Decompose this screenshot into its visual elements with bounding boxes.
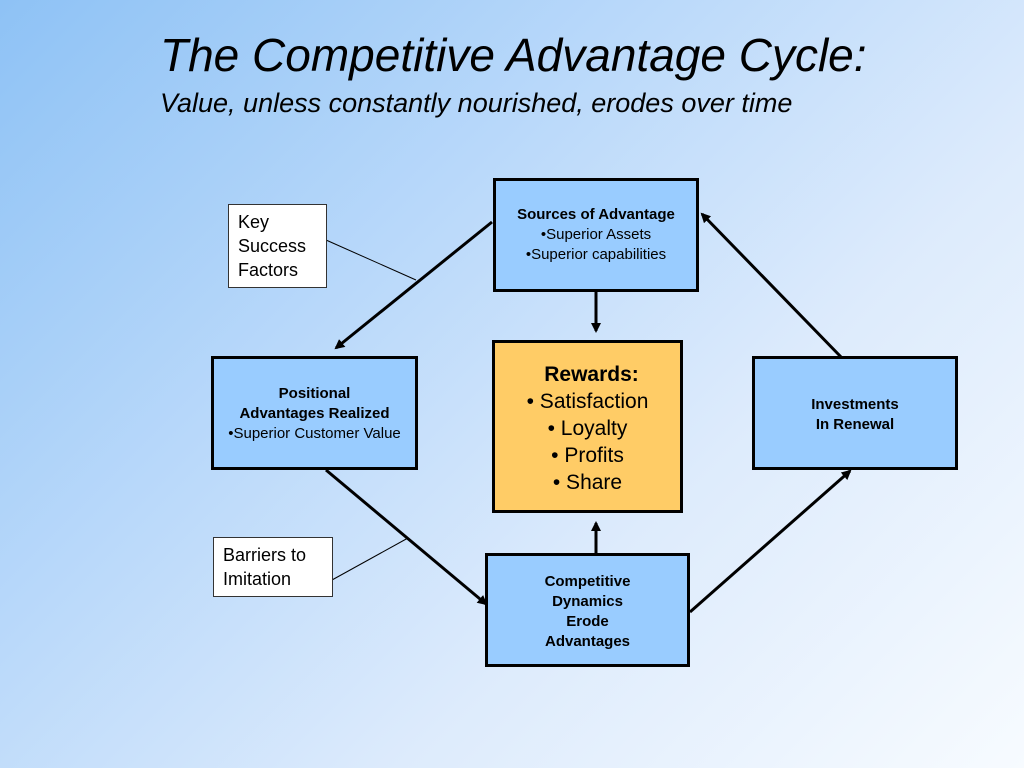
slide-subtitle: Value, unless constantly nourished, erod… <box>160 88 793 118</box>
rewards-item: • Share <box>552 471 623 494</box>
sources-item: •Superior capabilities <box>525 246 667 263</box>
positional-heading-line1: Positional <box>278 385 351 402</box>
note-line: Barriers to <box>223 545 307 565</box>
note-line: Key <box>238 212 270 232</box>
rewards-box: Rewards: • Satisfaction • Loyalty • Prof… <box>492 340 683 513</box>
note-line: Factors <box>238 260 299 280</box>
rewards-item: • Profits <box>551 444 624 467</box>
arrow-sources-to-positional <box>334 220 493 350</box>
investments-in-renewal-box: Investments In Renewal <box>752 356 958 470</box>
competitive-line: Erode <box>566 613 609 630</box>
key-success-factors-note: Key Success Factors <box>228 204 327 288</box>
investments-line1: Investments <box>811 396 899 413</box>
positional-heading-line2: Advantages Realized <box>239 405 390 422</box>
arrow-investments-to-sources <box>700 212 844 360</box>
rewards-item: • Loyalty <box>547 417 628 440</box>
barriers-callout-line <box>331 537 409 581</box>
competitive-line: Dynamics <box>552 593 623 610</box>
sources-heading: Sources of Advantage <box>517 206 675 223</box>
slide-title: The Competitive Advantage Cycle: <box>160 29 867 81</box>
arrow-positional-to-competitive <box>325 468 488 606</box>
positional-advantages-box: Positional Advantages Realized •Superior… <box>211 356 418 470</box>
rewards-heading: Rewards: <box>544 363 639 386</box>
sources-item: •Superior Assets <box>540 226 652 243</box>
competitive-line: Advantages <box>544 633 631 650</box>
competitive-line: Competitive <box>544 573 631 590</box>
positional-item: •Superior Customer Value <box>228 425 401 442</box>
competitive-dynamics-box: Competitive Dynamics Erode Advantages <box>485 553 690 667</box>
rewards-item: • Satisfaction <box>526 390 649 413</box>
note-line: Success <box>238 236 307 256</box>
barriers-to-imitation-note: Barriers to Imitation <box>213 537 333 597</box>
arrow-competitive-to-investments <box>689 469 852 614</box>
note-line: Imitation <box>223 569 292 589</box>
key-success-callout-line <box>325 239 417 281</box>
sources-of-advantage-box: Sources of Advantage •Superior Assets •S… <box>493 178 699 292</box>
investments-line2: In Renewal <box>815 416 895 433</box>
